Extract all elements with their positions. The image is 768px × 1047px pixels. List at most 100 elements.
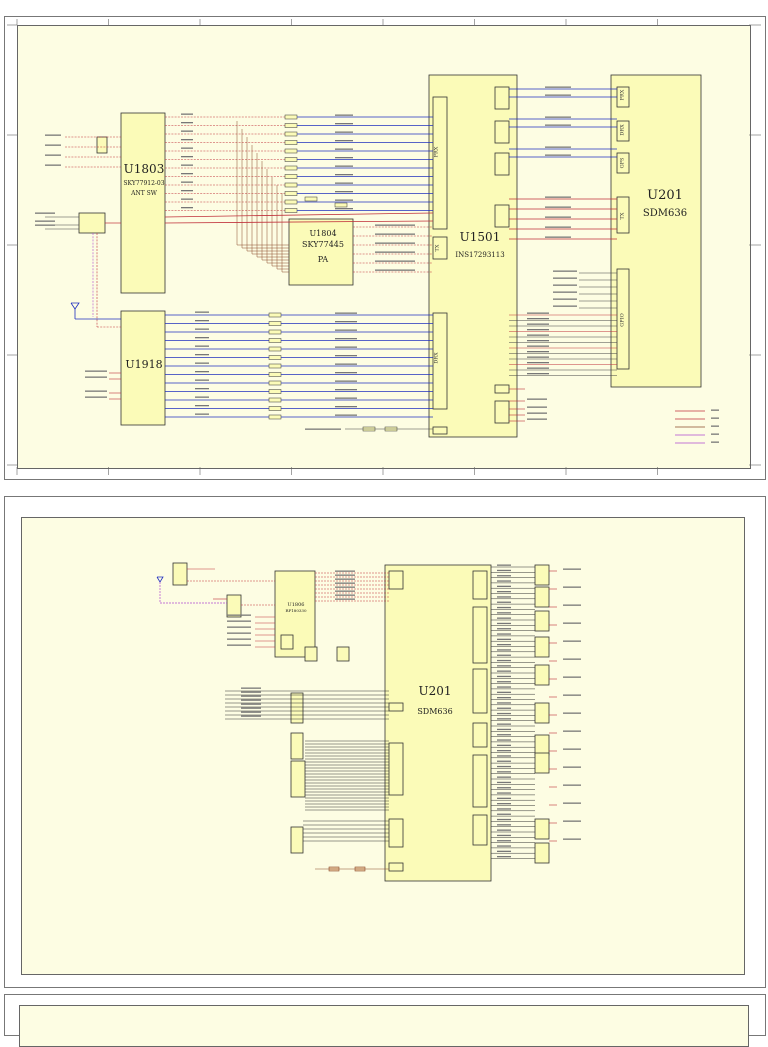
sheet-2-drawing-area (21, 517, 745, 975)
net-label (527, 406, 547, 408)
net-label (545, 206, 571, 208)
net-label (545, 94, 571, 96)
net-label (227, 626, 251, 628)
u1501-prx-port-box (432, 96, 448, 230)
net-label (527, 334, 549, 336)
net-label (563, 658, 581, 660)
net-label (241, 695, 261, 697)
legend-text (711, 441, 719, 443)
prx-filter-component (284, 165, 298, 171)
net-label (497, 728, 511, 731)
net-label (497, 813, 511, 815)
pa-feed-trace (256, 153, 289, 258)
sheet-1-wiring (7, 19, 761, 475)
u1803-ref: U1803 (123, 162, 165, 176)
net-label (497, 818, 511, 821)
u1806-part: RF180330 (285, 607, 307, 613)
prx-filter-component (284, 148, 298, 154)
u201-left-port-box (388, 818, 404, 848)
u1804-box (288, 218, 354, 286)
net-label (563, 694, 581, 696)
net-label (497, 569, 511, 572)
net-label (335, 174, 353, 176)
net-label (335, 380, 357, 382)
net-label (85, 370, 107, 372)
net-label (497, 585, 511, 587)
net-label (497, 675, 511, 678)
net-label (181, 198, 193, 200)
u201-sheet2-part: SDM636 (417, 706, 453, 716)
connector-box (290, 732, 304, 760)
net-label (335, 191, 353, 193)
drx-filter-component (268, 346, 282, 352)
net-label (335, 570, 355, 572)
pa-feed-trace (266, 169, 289, 264)
net-label (335, 574, 355, 576)
net-label (497, 606, 511, 609)
u1501-small-port-box (494, 384, 510, 394)
net-label (563, 586, 581, 588)
net-label (45, 144, 61, 146)
net-label (497, 776, 511, 778)
u1806-sub-box (280, 634, 294, 650)
u201-rx-port-box (616, 120, 630, 142)
u1501-port-tx: TX (434, 244, 441, 252)
u201-left-port-box (388, 742, 404, 796)
net-label (45, 164, 61, 166)
u1501-tx-port-box (432, 236, 448, 260)
net-label (497, 750, 511, 752)
net-label (563, 604, 581, 606)
net-label (335, 131, 353, 133)
net-label (497, 760, 511, 762)
net-label (35, 212, 55, 214)
net-label (497, 591, 511, 593)
net-label (497, 596, 511, 598)
u201-ref: U201 (647, 188, 683, 203)
net-label (497, 644, 511, 646)
net-label (375, 242, 415, 244)
net-label (527, 329, 549, 331)
net-label (497, 834, 511, 837)
net-label (497, 856, 511, 858)
net-label (497, 824, 511, 826)
net-label (181, 147, 193, 149)
net-label (497, 580, 511, 582)
net-label (553, 291, 577, 293)
net-label (35, 220, 55, 222)
u1501-right-port-box (494, 120, 510, 144)
net-label (85, 376, 107, 378)
connector-box (290, 692, 304, 724)
net-label (195, 413, 209, 415)
u1803-part: SKY77912-03 (123, 179, 165, 187)
net-label (563, 784, 581, 786)
u201-port-gpio: GPIO (619, 313, 626, 327)
net-label (497, 697, 511, 699)
u1803-label: U1803 SKY77912-03 ANT SW (122, 162, 166, 198)
net-label (527, 312, 549, 314)
peripheral-chip-box (534, 842, 550, 864)
u201-tx-port-box (616, 196, 630, 234)
drx-filter-component (268, 321, 282, 326)
net-label (497, 681, 511, 683)
u201-right-port-box (472, 722, 488, 748)
prx-filter-component (284, 157, 298, 162)
net-label (181, 139, 193, 141)
net-label (335, 114, 353, 116)
net-label (45, 154, 61, 156)
net-label (563, 820, 581, 822)
net-label (563, 766, 581, 768)
u1501-part: INS17293113 (455, 250, 505, 259)
net-label (335, 140, 353, 142)
net-label (563, 676, 581, 678)
schematic-sheet-2: U1806 RF180330 U201 SDM636 (4, 496, 766, 988)
net-label (497, 702, 511, 704)
u201-right-port-box (472, 570, 488, 600)
net-label (181, 130, 193, 132)
net-label (563, 802, 581, 804)
legend-text (711, 409, 719, 411)
u201-right-port-box (472, 754, 488, 808)
net-label (375, 233, 415, 235)
u1803-box (120, 112, 166, 294)
u1918-ref: U1918 (125, 358, 163, 371)
net-label (497, 797, 511, 799)
